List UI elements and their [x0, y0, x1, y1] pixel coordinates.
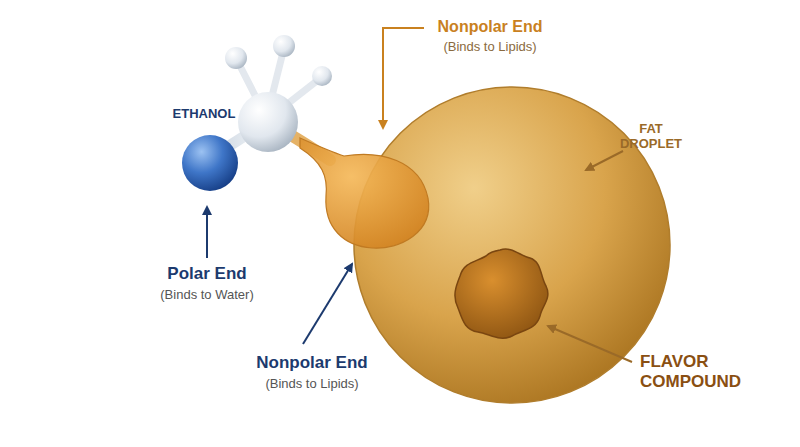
leader-line [586, 151, 623, 170]
part-note: (Binds to Lipids) [443, 40, 536, 55]
part-label: FLAVOR COMPOUND [640, 352, 750, 391]
flavor-compound [455, 249, 548, 338]
molecule-name: ETHANOL [173, 107, 236, 122]
leader-line [206, 207, 208, 258]
part-label: Polar End [167, 264, 246, 284]
leader-line [383, 28, 424, 128]
part-label: FAT DROPLET [615, 122, 687, 152]
part-note: (Binds to Lipids) [265, 377, 358, 392]
part-note: (Binds to Water) [160, 288, 253, 303]
ethanol-molecule [182, 35, 429, 248]
leader-line [303, 264, 352, 344]
leader-line [548, 326, 632, 362]
part-label: Nonpolar End [256, 353, 367, 373]
part-label: Nonpolar End [438, 18, 543, 36]
fat-droplet [354, 87, 670, 403]
